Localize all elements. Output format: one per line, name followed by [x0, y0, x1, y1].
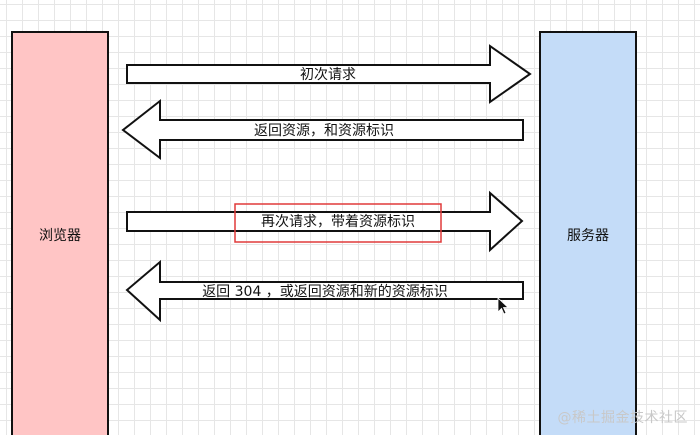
response-arrow-2	[125, 259, 524, 323]
request-arrow-1	[126, 44, 532, 104]
browser-box	[11, 31, 109, 435]
watermark: @稀土掘金技术社区	[557, 410, 688, 426]
highlight-box	[234, 203, 442, 243]
browser-label: 浏览器	[39, 228, 81, 244]
server-box	[539, 31, 637, 435]
server-label: 服务器	[567, 228, 609, 244]
response-arrow-1	[121, 98, 524, 161]
step-3-label: 再次请求，带着资源标识	[261, 214, 415, 230]
step-1-label: 初次请求	[300, 66, 356, 83]
step-4-label: 返回 304 ，或返回资源和新的资源标识	[202, 284, 448, 300]
mouse-cursor-icon	[497, 297, 510, 315]
step-2-label: 返回资源，和资源标识	[254, 123, 394, 139]
request-arrow-2	[126, 190, 524, 253]
